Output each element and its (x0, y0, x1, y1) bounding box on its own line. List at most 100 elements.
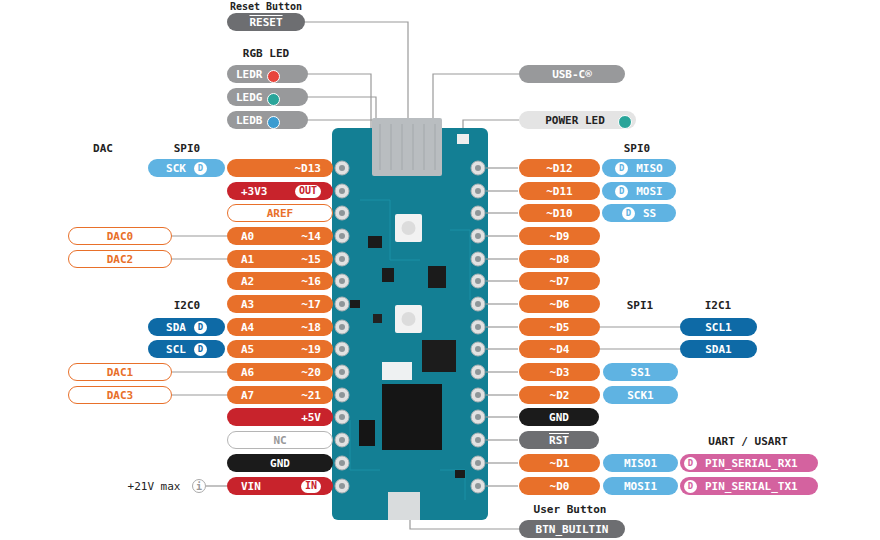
digital-badge: D (194, 162, 207, 175)
pin-label: A7~21 (227, 386, 333, 404)
pin-label: ~D0 (519, 477, 600, 495)
pin-leader (486, 235, 518, 236)
pin-pad (471, 252, 485, 266)
ground-pin-label: GND (519, 408, 599, 426)
pin-hole (339, 369, 345, 375)
analog-function-label: DAC2 (68, 250, 172, 268)
label-text: MOSI (636, 186, 663, 197)
pin-label: ~D11 (519, 182, 600, 200)
pin-label: A4~18 (227, 318, 333, 336)
bus-signal-label: SS1 (603, 363, 678, 381)
label-text: A6 (241, 367, 254, 378)
pin-pad (471, 433, 485, 447)
digital-badge: D (684, 457, 697, 470)
usb-stripe (402, 124, 403, 170)
i2c-signal-label: SDA1 (680, 340, 757, 358)
pin-label: A3~17 (227, 295, 333, 313)
pin-label: ~D4 (519, 340, 600, 358)
connector-line (172, 235, 227, 236)
pin-leader (486, 439, 518, 440)
pin-label: A5~19 (227, 340, 333, 358)
group-label: SPI1 (627, 299, 654, 312)
pin-leader (486, 167, 518, 168)
pin-pad (335, 320, 349, 334)
pin-pad (471, 297, 485, 311)
pin-hole (339, 437, 345, 443)
pin-pad (471, 410, 485, 424)
analog-function-label: DAC0 (68, 227, 172, 245)
label-text: ~D6 (550, 299, 570, 310)
power-pin-label: VININ (227, 477, 333, 495)
pin-label: ~D8 (519, 250, 600, 268)
pin-hole (339, 278, 345, 284)
pin-hole (475, 324, 481, 330)
pin-label: ~D12 (519, 159, 600, 177)
pin-hole (339, 392, 345, 398)
connector-line (172, 258, 227, 259)
label-text: ~18 (301, 322, 321, 333)
label-text: ~D9 (550, 231, 570, 242)
pin-pad (335, 184, 349, 198)
pin-hole (475, 210, 481, 216)
label-text: ~D3 (550, 367, 570, 378)
pin-label: ~D9 (519, 227, 600, 245)
group-label: UART / USART (708, 435, 787, 448)
led-color-dot (267, 116, 280, 129)
pin-hole (339, 301, 345, 307)
pin-pad (471, 388, 485, 402)
pin-leader (486, 258, 518, 259)
label-text: NC (273, 435, 286, 446)
serial-signal-label: DPIN_SERIAL_RX1 (680, 454, 818, 472)
pin-pad (471, 365, 485, 379)
pin-hole (339, 324, 345, 330)
label-text: A2 (241, 276, 254, 287)
label-text: SCL (166, 344, 186, 355)
bus-signal-label: DMOSI (602, 182, 676, 200)
pin-leader (486, 462, 518, 463)
group-label: Reset Button (230, 1, 302, 12)
label-text: A3 (241, 299, 254, 310)
pin-leader (486, 212, 518, 213)
pin-pad (471, 320, 485, 334)
label-text: SCL1 (705, 322, 732, 333)
group-label: DAC (93, 142, 113, 155)
power-led-icon (618, 115, 632, 129)
pin-pad (471, 206, 485, 220)
bus-signal-label: SCKD (148, 159, 225, 177)
usb-c-connector (372, 118, 442, 176)
connector-line (600, 348, 680, 349)
pin-hole (475, 301, 481, 307)
digital-badge: D (615, 162, 628, 175)
pin-label: ~D5 (519, 318, 600, 336)
connector-line (172, 394, 227, 395)
pin-hole (339, 165, 345, 171)
label-text: A5 (241, 344, 254, 355)
i2c-signal-label: SCLD (148, 340, 225, 358)
group-label: SPI0 (624, 142, 651, 155)
label-text: LEDB (236, 115, 263, 126)
label-text: ~D13 (295, 163, 322, 174)
label-text: SDA1 (705, 344, 732, 355)
info-icon: i (192, 479, 206, 493)
label-text: LEDG (236, 92, 263, 103)
label-text: A0 (241, 231, 254, 242)
power-pin-label: +3V3OUT (227, 182, 333, 200)
label-text: DAC0 (107, 231, 134, 242)
power-led-part (457, 134, 469, 144)
analog-function-label: DAC3 (68, 386, 172, 404)
label-text: ~D1 (550, 458, 570, 469)
pin-pads (335, 161, 518, 493)
label-text: MISO1 (624, 458, 657, 469)
led-label: USB-C® (519, 65, 625, 83)
label-text: PIN_SERIAL_TX1 (705, 481, 798, 492)
pin-label: ~D1 (519, 454, 600, 472)
pin-leader (486, 416, 518, 417)
group-label: SPI0 (174, 142, 201, 155)
pin-label: ~D2 (519, 386, 600, 404)
label-text: ~D0 (550, 481, 570, 492)
digital-badge: D (194, 321, 207, 334)
connector-line (206, 485, 227, 486)
unused-pin-label: NC (227, 431, 333, 449)
usb-stripe (413, 124, 414, 170)
group-label: +21V max (128, 480, 181, 493)
